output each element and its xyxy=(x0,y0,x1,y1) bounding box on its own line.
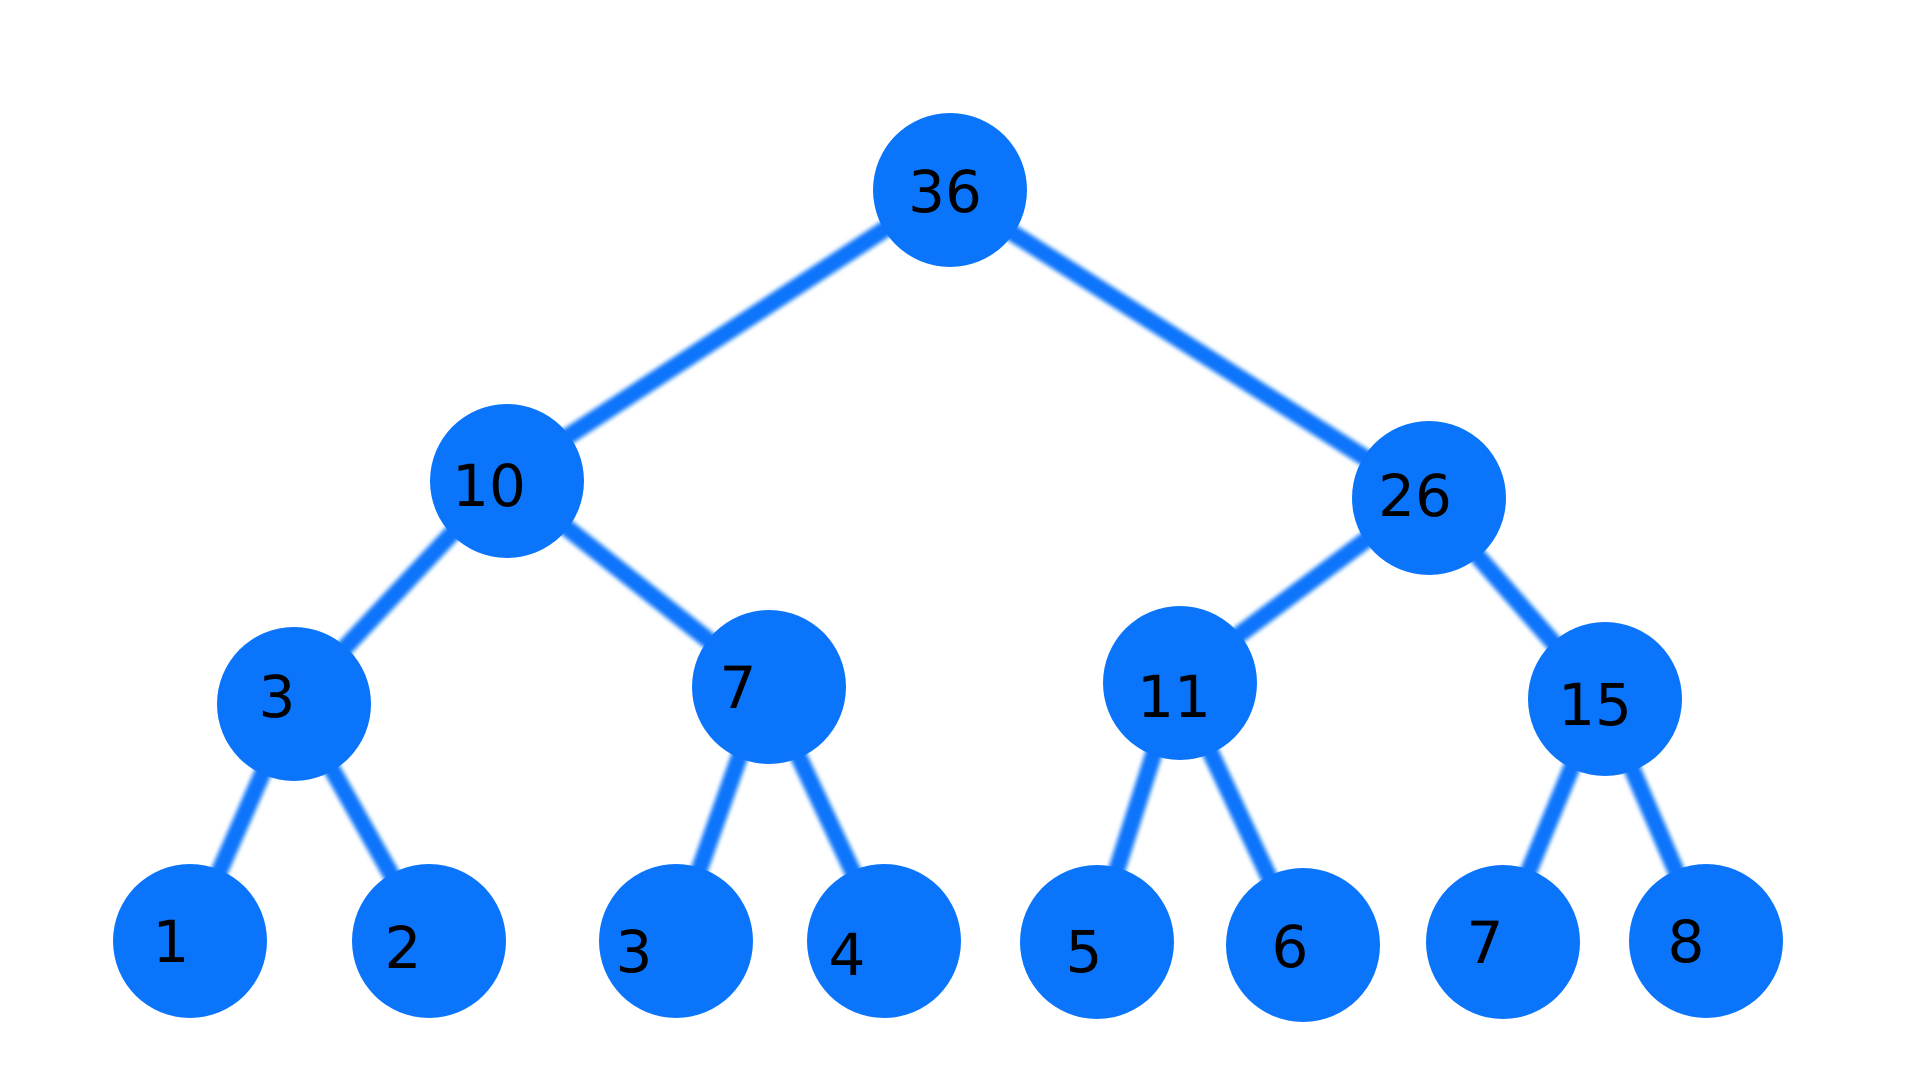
node-label: 7 xyxy=(1467,909,1504,977)
tree-node-level2-1: 3 xyxy=(217,627,371,781)
tree-node-level1-right: 26 xyxy=(1352,421,1506,575)
node-label: 3 xyxy=(616,918,653,986)
node-label: 11 xyxy=(1137,663,1211,731)
node-label: 4 xyxy=(829,921,866,989)
tree-node-level1-left: 10 xyxy=(430,404,584,558)
node-label: 1 xyxy=(153,908,190,976)
node-label: 3 xyxy=(259,663,296,731)
node-label: 26 xyxy=(1378,462,1452,530)
node-label: 8 xyxy=(1668,908,1705,976)
tree-leaf-5: 5 xyxy=(1020,865,1174,1019)
tree-edges xyxy=(182,182,1713,947)
tree-leaf-6: 6 xyxy=(1226,868,1380,1022)
edge-36-26 xyxy=(940,182,1430,504)
tree-leaf-4: 4 xyxy=(807,864,961,1018)
tree-node-root: 36 xyxy=(873,113,1027,267)
node-label: 15 xyxy=(1558,671,1632,739)
tree-node-level2-4: 15 xyxy=(1528,622,1682,776)
tree-nodes: 36 10 26 3 7 11 15 1 xyxy=(113,113,1783,1022)
tree-node-level2-2: 7 xyxy=(692,610,846,764)
tree-leaf-2: 2 xyxy=(352,864,506,1018)
node-label: 7 xyxy=(720,654,757,722)
tree-node-level2-3: 11 xyxy=(1103,606,1257,760)
tree-leaf-8: 8 xyxy=(1629,864,1783,1018)
edge-36-10 xyxy=(499,182,950,486)
tree-leaf-1: 1 xyxy=(113,864,267,1018)
tree-leaf-7: 7 xyxy=(1426,865,1580,1019)
node-label: 36 xyxy=(908,158,982,226)
node-label: 10 xyxy=(452,452,526,520)
node-label: 6 xyxy=(1272,913,1309,981)
node-label: 2 xyxy=(385,914,422,982)
node-label: 5 xyxy=(1066,918,1103,986)
tree-leaf-3: 3 xyxy=(599,864,753,1018)
